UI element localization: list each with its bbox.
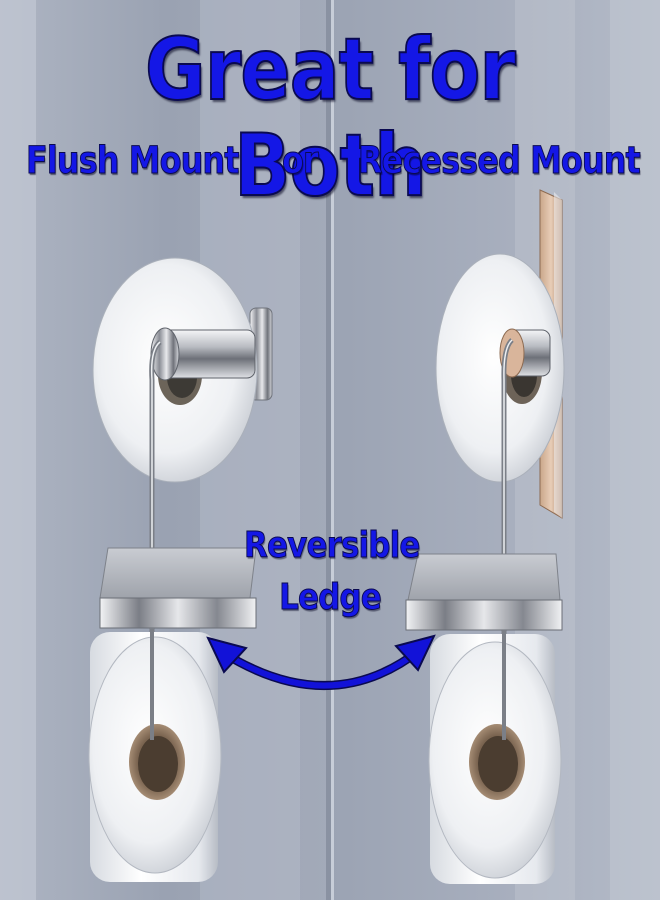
reversible-arrow-icon xyxy=(206,634,436,690)
recessed-mount-label: Recessed Mount xyxy=(358,139,642,183)
ledge-label: Ledge xyxy=(279,577,382,619)
headline-title: Great for Both xyxy=(144,20,517,216)
reversible-label: Reversible xyxy=(244,525,421,567)
or-label: or xyxy=(282,139,320,183)
flush-mount-label: Flush Mount xyxy=(26,139,240,183)
